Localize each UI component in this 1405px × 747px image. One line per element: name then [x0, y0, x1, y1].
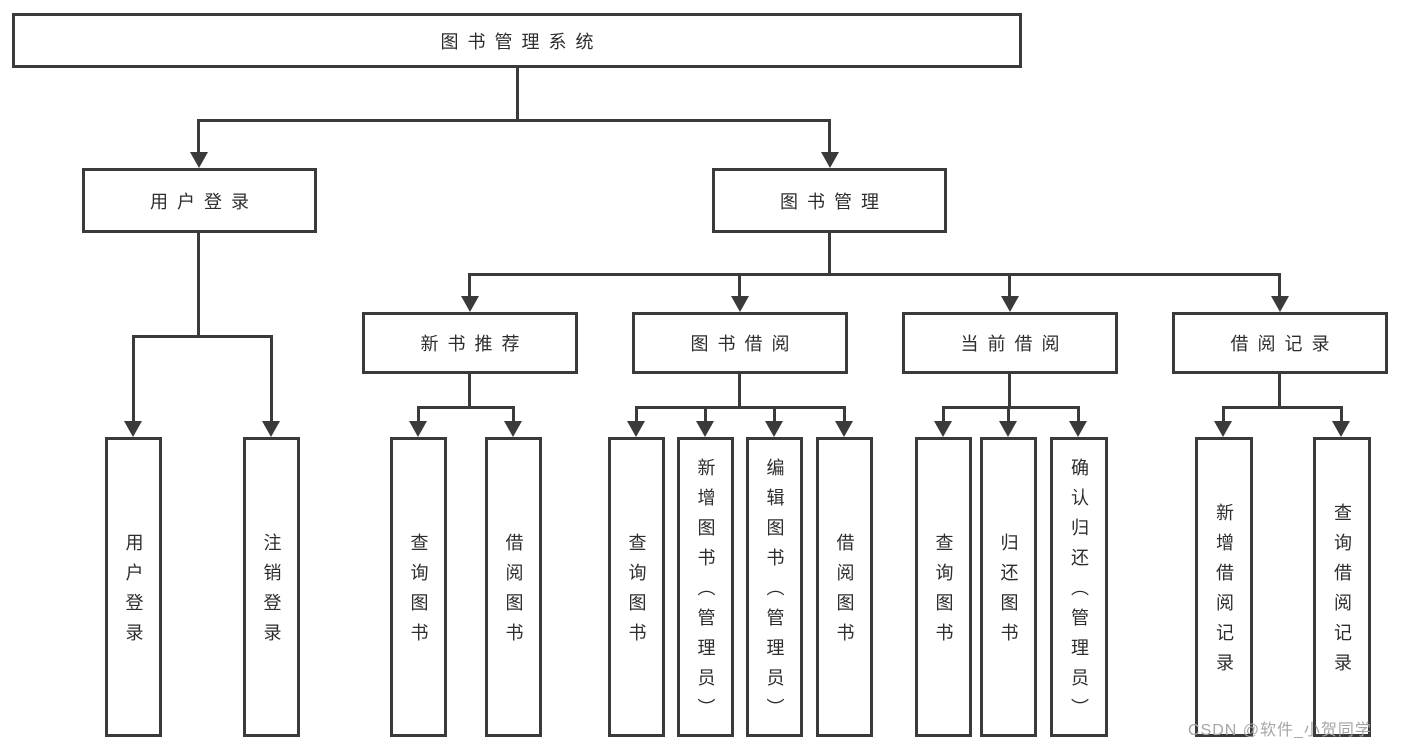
- node-label: 查询图书: [933, 533, 954, 653]
- connector-line: [828, 119, 831, 155]
- node-book-management: 图书管理: [712, 168, 947, 233]
- connector-line: [942, 406, 1079, 409]
- arrowhead-down-icon: [696, 421, 714, 437]
- node-label: 编辑图书（管理员）: [764, 458, 785, 728]
- connector-line: [1007, 406, 1010, 424]
- node-label: 新增借阅记录: [1214, 503, 1234, 683]
- connector-line: [843, 406, 846, 424]
- node-current-borrowing: 当前借阅: [902, 312, 1118, 374]
- node-label: 查询图书: [408, 533, 429, 653]
- connector-line: [635, 406, 845, 409]
- arrowhead-down-icon: [1069, 421, 1087, 437]
- connector-line: [1340, 406, 1343, 424]
- connector-line: [1278, 273, 1281, 299]
- arrowhead-down-icon: [1271, 296, 1289, 312]
- node-label: 借阅记录: [1230, 334, 1339, 354]
- node-label: 借阅图书: [834, 533, 855, 653]
- connector-line: [417, 406, 420, 424]
- arrowhead-down-icon: [765, 421, 783, 437]
- node-book-borrowing: 图书借阅: [632, 312, 848, 374]
- leaf-confirm-return-admin: 确认归还（管理员）: [1050, 437, 1108, 737]
- node-label: 图书管理: [780, 191, 888, 212]
- leaf-query-borrow-record: 查询借阅记录: [1313, 437, 1371, 737]
- connector-line: [738, 273, 741, 299]
- node-label: 查询图书: [626, 533, 647, 653]
- connector-line: [468, 273, 471, 299]
- connector-line: [132, 335, 273, 338]
- arrowhead-down-icon: [1001, 296, 1019, 312]
- connector-line: [828, 233, 831, 275]
- leaf-borrow-books-recommend: 借阅图书: [485, 437, 542, 737]
- connector-line: [132, 335, 135, 423]
- connector-line: [417, 406, 514, 409]
- arrowhead-down-icon: [461, 296, 479, 312]
- node-label: 归还图书: [998, 533, 1019, 653]
- leaf-return-books: 归还图书: [980, 437, 1037, 737]
- node-library-management-system: 图书管理系统: [12, 13, 1022, 68]
- node-label: 确认归还（管理员）: [1069, 458, 1089, 728]
- node-label: 图书借阅: [690, 334, 799, 354]
- node-label: 借阅图书: [503, 533, 524, 653]
- arrowhead-down-icon: [821, 152, 839, 168]
- connector-line: [270, 335, 273, 423]
- node-label: 图书管理系统: [440, 31, 603, 52]
- arrowhead-down-icon: [190, 152, 208, 168]
- connector-line: [1008, 374, 1011, 408]
- arrowhead-down-icon: [124, 421, 142, 437]
- arrowhead-down-icon: [1214, 421, 1232, 437]
- leaf-query-books-current: 查询图书: [915, 437, 972, 737]
- connector-line: [635, 406, 638, 424]
- arrowhead-down-icon: [627, 421, 645, 437]
- node-label: 用户登录: [150, 191, 258, 212]
- connector-line: [1008, 273, 1011, 299]
- arrowhead-down-icon: [504, 421, 522, 437]
- node-borrowing-records: 借阅记录: [1172, 312, 1388, 374]
- connector-line: [197, 119, 200, 155]
- connector-line: [468, 273, 1281, 276]
- node-label: 新书推荐: [420, 334, 529, 354]
- node-user-login: 用户登录: [82, 168, 317, 233]
- node-new-book-recommendation: 新书推荐: [362, 312, 578, 374]
- node-label: 注销登录: [261, 533, 282, 653]
- connector-line: [704, 406, 707, 424]
- arrowhead-down-icon: [409, 421, 427, 437]
- connector-line: [773, 406, 776, 424]
- arrowhead-down-icon: [835, 421, 853, 437]
- csdn-watermark: CSDN @软件_小贺同学: [1188, 722, 1372, 739]
- leaf-query-books-recommend: 查询图书: [390, 437, 447, 737]
- connector-line: [197, 233, 200, 337]
- leaf-user-login: 用户登录: [105, 437, 162, 737]
- connector-line: [1222, 406, 1225, 424]
- leaf-edit-books-admin: 编辑图书（管理员）: [746, 437, 803, 737]
- node-label: 当前借阅: [960, 334, 1069, 354]
- node-label: 新增图书（管理员）: [695, 458, 716, 728]
- connector-line: [1222, 406, 1342, 409]
- connector-line: [1278, 374, 1281, 408]
- leaf-query-books-borrowing: 查询图书: [608, 437, 665, 737]
- leaf-add-books-admin: 新增图书（管理员）: [677, 437, 734, 737]
- connector-line: [468, 374, 471, 408]
- arrowhead-down-icon: [1332, 421, 1350, 437]
- arrowhead-down-icon: [731, 296, 749, 312]
- arrowhead-down-icon: [999, 421, 1017, 437]
- connector-line: [197, 119, 831, 122]
- connector-line: [512, 406, 515, 424]
- leaf-borrow-books-borrowing: 借阅图书: [816, 437, 873, 737]
- arrowhead-down-icon: [934, 421, 952, 437]
- connector-line: [738, 374, 741, 408]
- connector-line: [1077, 406, 1080, 424]
- node-label: 查询借阅记录: [1332, 503, 1352, 683]
- connector-line: [942, 406, 945, 424]
- connector-line: [516, 68, 519, 121]
- node-label: 用户登录: [123, 533, 144, 653]
- leaf-add-borrow-record: 新增借阅记录: [1195, 437, 1253, 737]
- arrowhead-down-icon: [262, 421, 280, 437]
- leaf-logout: 注销登录: [243, 437, 300, 737]
